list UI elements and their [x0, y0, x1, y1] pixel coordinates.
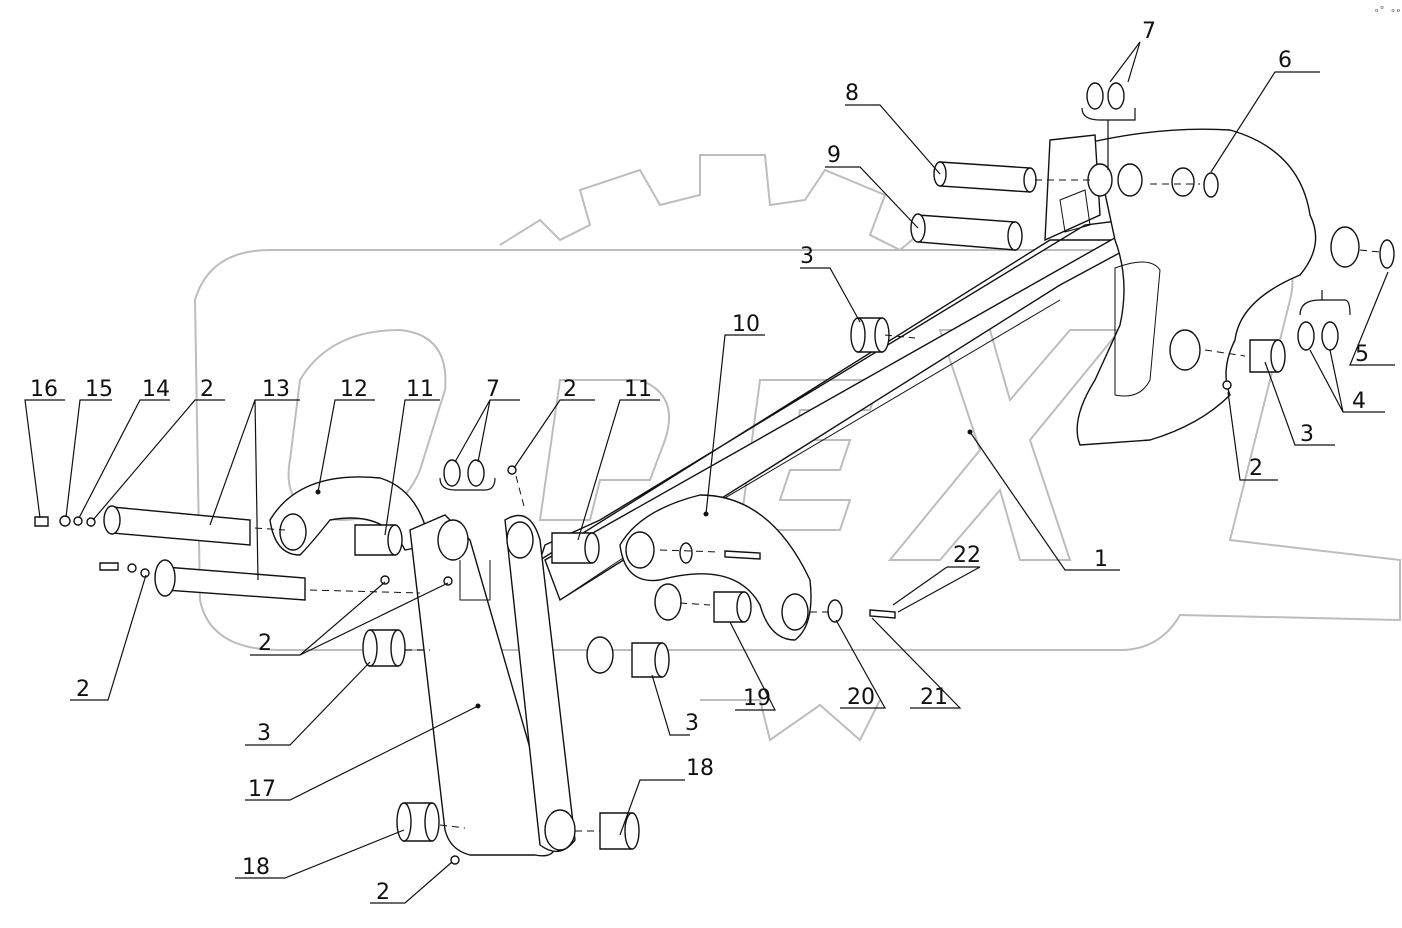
callout-2: 2 [563, 377, 577, 402]
corner-mark: ₒᵒ ₒₒₒ [1374, 5, 1402, 15]
callout-2: 2 [376, 880, 390, 905]
watermark [193, 154, 1401, 742]
callout-7: 7 [1142, 19, 1156, 44]
callout-6: 6 [1278, 48, 1292, 73]
callout-16: 16 [30, 377, 58, 402]
callout-10: 10 [732, 312, 760, 337]
callout-11: 11 [406, 377, 434, 402]
link-plate-part-10 [619, 494, 812, 641]
callout-15: 15 [85, 377, 113, 402]
callout-9: 9 [827, 143, 841, 168]
callout-11: 11 [624, 377, 652, 402]
callout-3: 3 [1300, 422, 1314, 447]
callout-3: 3 [685, 711, 699, 736]
callout-12: 12 [340, 377, 368, 402]
callout-19: 19 [743, 686, 771, 711]
callout-17: 17 [248, 777, 276, 802]
callout-1: 1 [1094, 547, 1108, 572]
callout-20: 20 [847, 685, 875, 710]
callout-21: 21 [920, 685, 948, 710]
callout-labels: 1 2 2 2 2 2 2 3 3 3 3 4 5 6 7 7 8 9 10 1… [30, 19, 1369, 905]
callout-2: 2 [76, 677, 90, 702]
callout-2: 2 [1249, 456, 1263, 481]
callout-13: 13 [262, 377, 290, 402]
callout-3: 3 [800, 244, 814, 269]
callout-7: 7 [486, 377, 500, 402]
center-lines [254, 179, 1381, 832]
callout-5: 5 [1355, 342, 1369, 367]
callout-2: 2 [258, 631, 272, 656]
callout-14: 14 [142, 377, 170, 402]
vertical-link-part-17 [409, 514, 576, 857]
arm-part-12 [269, 476, 431, 556]
callout-18: 18 [686, 756, 714, 781]
callout-3: 3 [257, 721, 271, 746]
leader-lines [24, 41, 1395, 904]
callout-4: 4 [1352, 389, 1366, 414]
pins-and-bushings [34, 82, 1395, 865]
callout-2: 2 [200, 377, 214, 402]
callout-8: 8 [845, 81, 859, 106]
callout-18: 18 [242, 855, 270, 880]
callout-22: 22 [953, 543, 981, 568]
